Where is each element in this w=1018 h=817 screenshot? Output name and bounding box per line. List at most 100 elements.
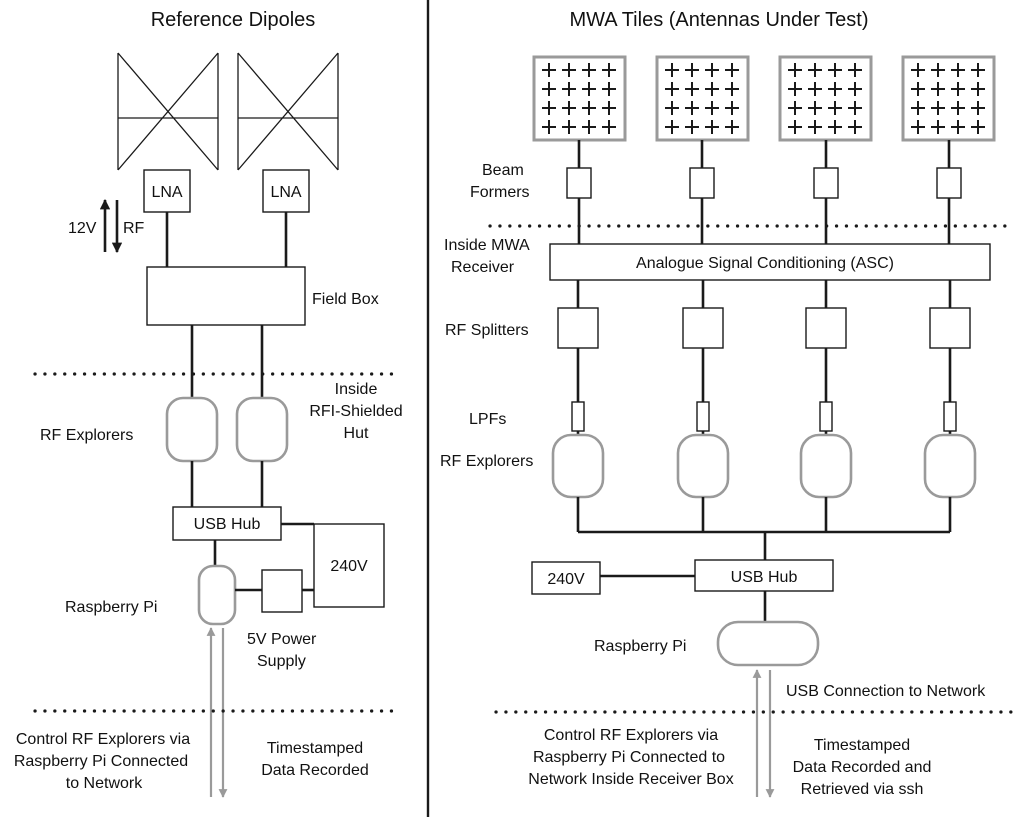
mains-box (313, 523, 385, 608)
plus-cross-icon (685, 63, 699, 77)
rf-splitter (557, 307, 599, 349)
lna-label: LNA (151, 184, 182, 201)
plus-cross-icon (582, 101, 596, 115)
receiver-chains (551, 280, 977, 532)
field-box-label: Field Box (312, 291, 379, 308)
plus-cross-icon (582, 63, 596, 77)
plus-cross-icon (665, 120, 679, 134)
plus-cross-icon (951, 63, 965, 77)
plus-cross-icon (931, 63, 945, 77)
bowtie-dipole-icon (237, 52, 339, 171)
plus-cross-icon (602, 101, 616, 115)
plus-cross-icon (562, 63, 576, 77)
lpf (819, 401, 833, 432)
plus-cross-icon (828, 82, 842, 96)
beamformer-box (689, 167, 715, 199)
plus-cross-icon (788, 82, 802, 96)
plus-cross-icon (685, 101, 699, 115)
plus-cross-icon (971, 82, 985, 96)
plus-cross-icon (542, 63, 556, 77)
beamformer-box (566, 167, 592, 199)
plus-cross-icon (725, 120, 739, 134)
beamformer-box (936, 167, 962, 199)
plus-cross-icon (911, 101, 925, 115)
plus-cross-icon (685, 120, 699, 134)
control-label: to Network (66, 775, 143, 792)
control-label: Control RF Explorers via (16, 731, 190, 748)
plus-cross-icon (725, 63, 739, 77)
plus-cross-icon (665, 101, 679, 115)
usb-hub (694, 559, 834, 592)
plus-cross-icon (971, 63, 985, 77)
asc-label: Analogue Signal Conditioning (ASC) (636, 255, 894, 272)
rf-explorers-label: RF Explorers (40, 427, 133, 444)
hut-label: RFI-Shielded (309, 403, 402, 420)
plus-cross-icon (705, 82, 719, 96)
plus-cross-icon (562, 101, 576, 115)
plus-cross-icon (725, 82, 739, 96)
plus-cross-icon (828, 120, 842, 134)
right-panel-title: MWA Tiles (Antennas Under Test) (569, 9, 868, 31)
lpf (696, 401, 710, 432)
rf-explorer (676, 433, 730, 499)
beamformers-label: Formers (470, 184, 530, 201)
data-label: Retrieved via ssh (801, 781, 924, 798)
plus-cross-icon (951, 82, 965, 96)
receiver-label: Receiver (451, 259, 515, 276)
mwa-tile (532, 55, 627, 142)
plus-cross-icon (665, 82, 679, 96)
rf-explorer (799, 433, 853, 499)
plus-cross-icon (808, 101, 822, 115)
reference-dipoles-panel: Reference Dipoles LNA LNA 12V RF Field B… (14, 9, 403, 798)
lpf (571, 401, 585, 432)
mains-label: 240V (547, 571, 585, 588)
plus-cross-icon (788, 101, 802, 115)
lpf (943, 401, 957, 432)
plus-cross-icon (931, 120, 945, 134)
plus-cross-icon (788, 120, 802, 134)
mwa-tile (778, 55, 873, 142)
plus-cross-icon (828, 63, 842, 77)
usb-network-label: USB Connection to Network (786, 683, 986, 700)
hut-label: Inside (335, 381, 378, 398)
raspberry-pi (197, 564, 237, 626)
raspberry-pi (716, 620, 820, 667)
power-supply-label: 5V Power (247, 631, 317, 648)
splitters-label: RF Splitters (445, 322, 529, 339)
plus-cross-icon (725, 101, 739, 115)
power-label: 12V (68, 220, 97, 237)
plus-cross-icon (705, 63, 719, 77)
plus-cross-icon (848, 82, 862, 96)
data-label: Timestamped (814, 737, 910, 754)
receiver-label: Inside MWA (444, 237, 530, 254)
control-label: Raspberry Pi Connected (14, 753, 188, 770)
plus-cross-icon (562, 120, 576, 134)
plus-cross-icon (808, 82, 822, 96)
rf-explorer (551, 433, 605, 499)
plus-cross-icon (951, 101, 965, 115)
left-panel-title: Reference Dipoles (151, 9, 316, 31)
plus-cross-icon (971, 101, 985, 115)
plus-cross-icon (685, 82, 699, 96)
raspberry-pi-label: Raspberry Pi (65, 599, 157, 616)
rf-splitter (805, 307, 847, 349)
rf-splitter (929, 307, 971, 349)
plus-cross-icon (911, 63, 925, 77)
plus-cross-icon (582, 120, 596, 134)
tile-row (532, 55, 996, 142)
bowtie-dipole-icon (117, 52, 219, 171)
plus-cross-icon (582, 82, 596, 96)
plus-cross-icon (602, 120, 616, 134)
rf-label: RF (123, 220, 145, 237)
beamformer-box (813, 167, 839, 199)
control-label: Control RF Explorers via (544, 727, 718, 744)
plus-cross-icon (931, 82, 945, 96)
mains-box (531, 561, 601, 595)
mwa-tile (655, 55, 750, 142)
usb-hub-label: USB Hub (194, 516, 261, 533)
plus-cross-icon (848, 101, 862, 115)
power-supply (261, 569, 303, 613)
plus-cross-icon (808, 120, 822, 134)
lpfs-label: LPFs (469, 411, 506, 428)
rf-explorer (235, 396, 289, 463)
